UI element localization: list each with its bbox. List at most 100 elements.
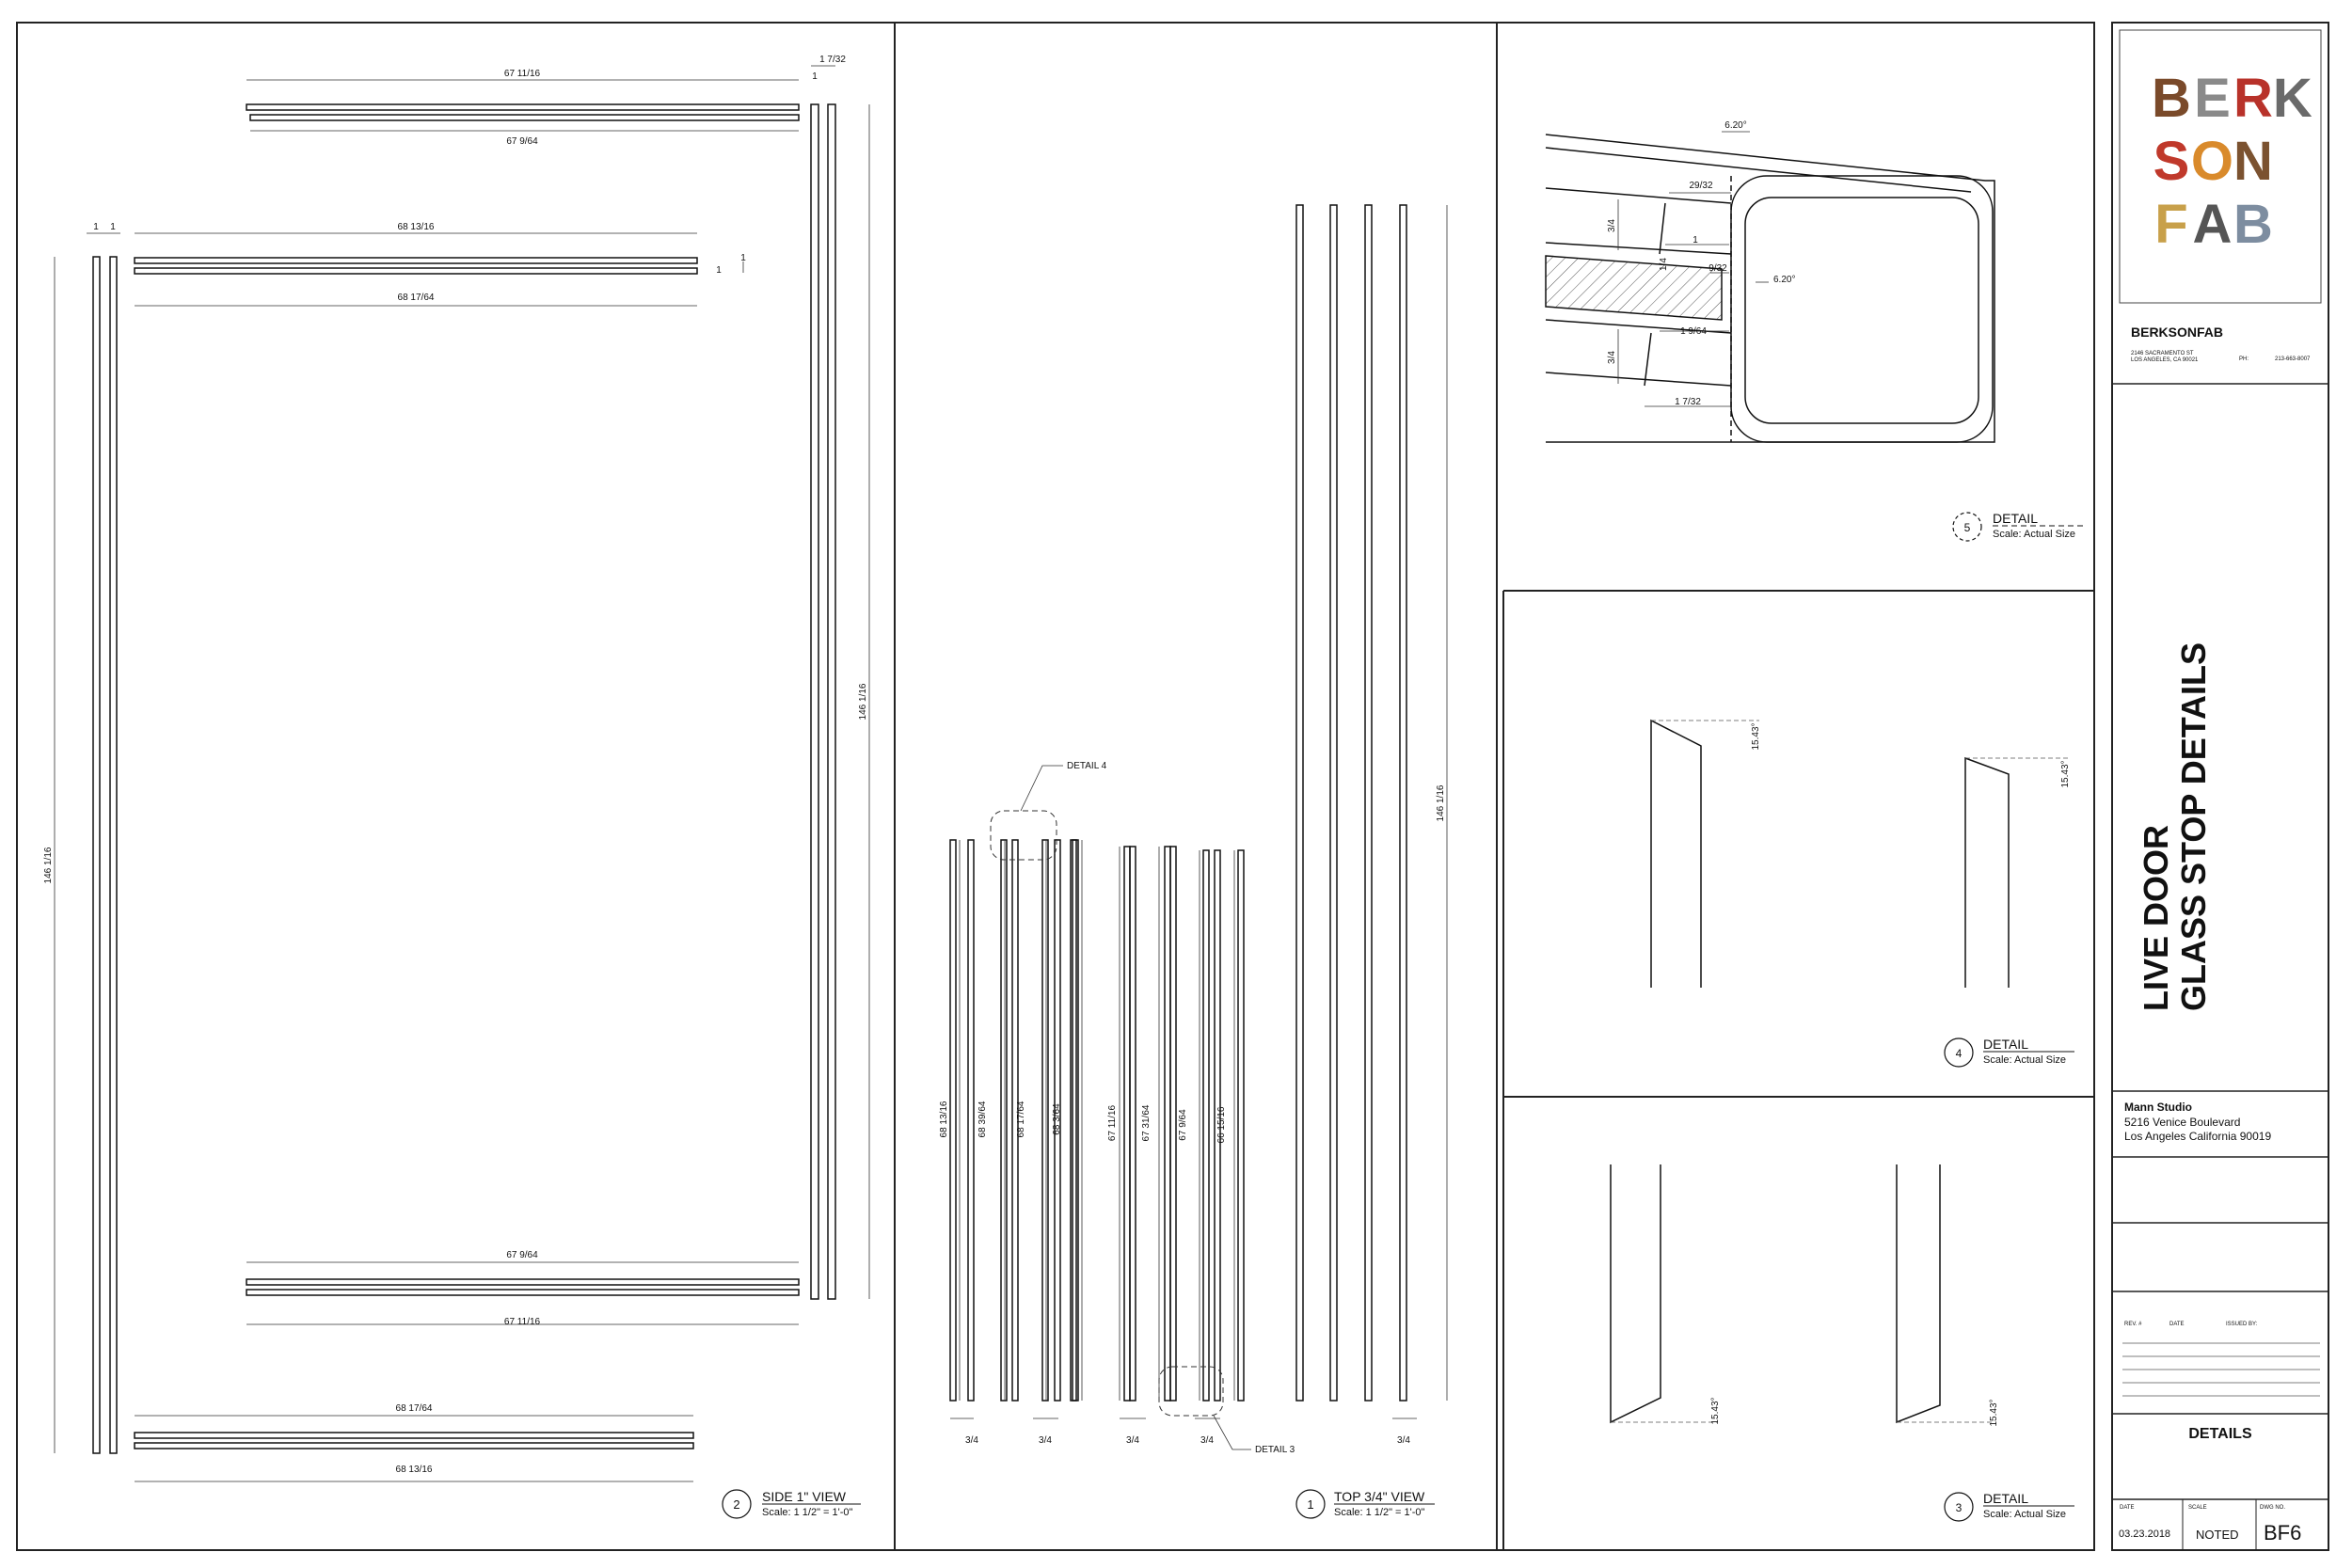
callout-title: TOP 3/4" VIEW: [1334, 1489, 1425, 1504]
callout-title: DETAIL: [1993, 511, 2038, 526]
dim-text: 29/32: [1689, 181, 1712, 191]
logo-letter: R: [2233, 68, 2273, 130]
dim-text: 9/32: [1708, 263, 1727, 274]
callout-circle: [1952, 512, 1982, 542]
detail3-geometry: [1610, 1164, 1941, 1424]
callout-scale: Scale: 1 1/2" = 1'-0": [1334, 1507, 1425, 1518]
top-view-bars: [949, 204, 1407, 1402]
side-view-bars: [92, 103, 836, 1454]
detail4-bubble: [990, 810, 1057, 861]
client-name: Mann Studio: [2124, 1101, 2192, 1114]
detail4-geometry: [1650, 719, 2010, 988]
dim-text: 67 9/64: [1178, 1109, 1188, 1141]
logo-letter: E: [2194, 68, 2231, 130]
callout-circle: [1295, 1489, 1326, 1519]
logo-letter: N: [2233, 130, 2273, 192]
dim-text: 3/4: [1397, 1435, 1410, 1446]
dim-text: 1 9/64: [1680, 326, 1707, 337]
callout-scale: Scale: 1 1/2" = 1'-0": [762, 1507, 853, 1518]
dim-text: 66 15/16: [1216, 1106, 1227, 1143]
dim-text: 68 17/64: [396, 1403, 433, 1414]
dim-text: 3/4: [965, 1435, 978, 1446]
dim-text: 68 17/64: [398, 293, 435, 303]
dim-text: 1: [740, 253, 746, 263]
detail4-label: DETAIL 4: [1067, 761, 1107, 771]
callout-circle: [1944, 1492, 1974, 1522]
dim-text: 146 1/16: [1436, 784, 1446, 821]
dim-text: 68 17/64: [1016, 1101, 1026, 1137]
logo-letter: B: [2233, 193, 2273, 255]
dim-text: 3/4: [1126, 1435, 1139, 1446]
callout-scale: Scale: Actual Size: [1983, 1509, 2066, 1520]
callout-circle: [722, 1489, 752, 1519]
company-name: BERKSONFAB: [2131, 325, 2224, 340]
dim-text: 1: [812, 71, 818, 82]
dim-text: 3/4: [1607, 219, 1617, 232]
logo-letter: [2273, 193, 2312, 256]
callout-number: 3: [1956, 1501, 1963, 1514]
client-address-1: 5216 Venice Boulevard: [2124, 1116, 2241, 1129]
logo-letter: S: [2153, 130, 2190, 192]
client-address-2: Los Angeles California 90019: [2124, 1130, 2272, 1143]
dim-text: 1/4: [1659, 258, 1669, 271]
dim-text: 68 13/16: [398, 222, 435, 232]
side-view-dim-lines: [54, 65, 870, 1482]
angle-text: 15.43°: [1751, 722, 1761, 750]
phone-label: PH:: [2239, 356, 2249, 362]
dim-text: 67 11/16: [504, 1317, 541, 1327]
dim-text: 3/4: [1039, 1435, 1052, 1446]
date-label: DATE: [2169, 1322, 2185, 1327]
footer-scale-label: SCALE: [2188, 1505, 2207, 1511]
callout-scale: Scale: Actual Size: [1983, 1054, 2066, 1066]
dim-text: 68 39/64: [977, 1101, 988, 1137]
callout-scale: Scale: Actual Size: [1993, 529, 2075, 540]
logo-letter: O: [2190, 130, 2234, 192]
callout-title: SIDE 1" VIEW: [762, 1489, 847, 1504]
callout-circle: [1944, 1037, 1974, 1068]
logo-letter: F: [2154, 193, 2188, 255]
sheet-border: [16, 22, 2095, 1551]
dim-text: 6.20°: [1773, 275, 1795, 285]
sheet-scale: NOTED: [2196, 1528, 2239, 1542]
detail3-bubble: [1158, 1366, 1224, 1417]
dim-text: 67 9/64: [506, 1250, 538, 1260]
dim-text: 68 3/64: [1052, 1103, 1062, 1135]
section-title: DETAILS: [2188, 1426, 2252, 1442]
dim-text: 67 31/64: [1141, 1104, 1152, 1141]
detail3-label: DETAIL 3: [1255, 1445, 1295, 1455]
footer-dwg-label: DWG NO.: [2260, 1505, 2285, 1511]
dim-text: 68 13/16: [939, 1101, 949, 1137]
logo-letter: B: [2152, 68, 2191, 130]
callout-title: DETAIL: [1983, 1037, 2028, 1052]
angle-text: 15.43°: [1989, 1399, 1999, 1426]
title-block-frame: [2111, 22, 2329, 1551]
dim-text: 68 13/16: [396, 1465, 433, 1475]
berksonfab-logo: B E R K S O N F A B: [2152, 68, 2312, 256]
dim-text: 146 1/16: [858, 683, 868, 720]
logo-letter: [2273, 131, 2312, 194]
company-address: 2146 SACRAMENTO ST LOS ANGELES, CA 90021: [2131, 351, 2199, 363]
sheet-title-line-2: GLASS STOP DETAILS: [2174, 641, 2213, 1011]
dim-text: 6.20°: [1724, 120, 1746, 131]
callout-number: 4: [1956, 1047, 1963, 1060]
dim-text: 1: [93, 222, 99, 232]
callout-title: DETAIL: [1983, 1491, 2028, 1506]
dim-text: 1 7/32: [819, 55, 846, 65]
dim-text: 1 7/32: [1675, 397, 1701, 407]
dim-text: 67 11/16: [504, 69, 541, 79]
phone-number: 213-663-8007: [2275, 356, 2311, 362]
callout-number: 5: [1964, 521, 1971, 534]
dim-text: 67 11/16: [1107, 1104, 1118, 1141]
rev-label: REV. #: [2124, 1322, 2142, 1327]
issued-label: ISSUED BY:: [2226, 1322, 2258, 1327]
dim-text: 1: [1692, 235, 1698, 245]
logo-letter: K: [2272, 68, 2312, 130]
sheet-date: 03.23.2018: [2119, 1528, 2171, 1540]
logo-letter: A: [2192, 193, 2233, 255]
angle-text: 15.43°: [1710, 1397, 1721, 1424]
footer-date-label: DATE: [2120, 1505, 2135, 1511]
sheet-title: LIVE DOOR GLASS STOP DETAILS: [2137, 642, 2213, 1011]
dim-text: 1: [716, 265, 722, 276]
dim-text: 67 9/64: [506, 136, 538, 147]
